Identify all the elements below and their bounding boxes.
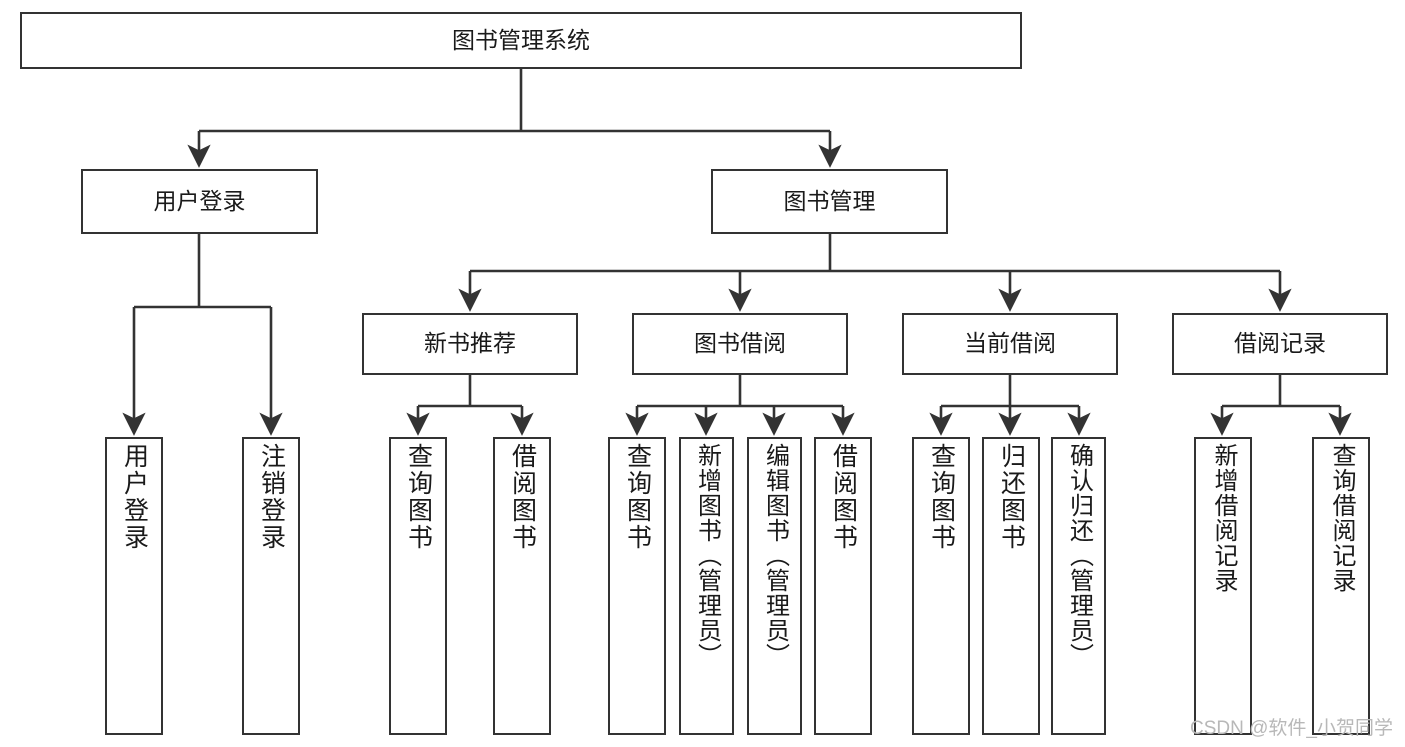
node-leaf-return-book[interactable]: 归还图书 (982, 437, 1040, 735)
node-leaf-confirm-return[interactable]: 确认归还（管理员） (1051, 437, 1106, 735)
node-leaf-query-book-2-label: 查询图书 (623, 443, 652, 551)
node-root[interactable]: 图书管理系统 (20, 12, 1022, 69)
node-borrow-record[interactable]: 借阅记录 (1172, 313, 1388, 375)
node-leaf-add-book-label: 新增图书（管理员） (693, 443, 721, 668)
node-user-login-label: 用户登录 (153, 187, 246, 214)
node-leaf-add-borrow-record-label: 新增借阅记录 (1210, 443, 1237, 593)
node-root-label: 图书管理系统 (452, 26, 590, 53)
node-leaf-query-book-3-label: 查询图书 (927, 443, 956, 551)
node-book-manage[interactable]: 图书管理 (711, 169, 948, 234)
node-leaf-borrow-book-2-label: 借阅图书 (829, 443, 858, 551)
node-current-borrow[interactable]: 当前借阅 (902, 313, 1118, 375)
node-leaf-confirm-return-label: 确认归还（管理员） (1065, 443, 1093, 668)
node-book-borrow[interactable]: 图书借阅 (632, 313, 848, 375)
node-leaf-logout[interactable]: 注销登录 (242, 437, 300, 735)
node-book-borrow-label: 图书借阅 (694, 330, 786, 357)
node-leaf-return-book-label: 归还图书 (997, 443, 1026, 551)
node-leaf-borrow-book-1[interactable]: 借阅图书 (493, 437, 551, 735)
node-leaf-add-borrow-record[interactable]: 新增借阅记录 (1194, 437, 1252, 735)
node-user-login[interactable]: 用户登录 (81, 169, 318, 234)
node-leaf-query-book-1[interactable]: 查询图书 (389, 437, 447, 735)
node-leaf-borrow-book-2[interactable]: 借阅图书 (814, 437, 872, 735)
node-current-borrow-label: 当前借阅 (964, 330, 1056, 357)
node-leaf-edit-book[interactable]: 编辑图书（管理员） (747, 437, 802, 735)
node-new-book-recommend[interactable]: 新书推荐 (362, 313, 578, 375)
node-leaf-query-borrow-record[interactable]: 查询借阅记录 (1312, 437, 1370, 735)
node-leaf-borrow-book-1-label: 借阅图书 (508, 443, 537, 551)
node-leaf-query-book-1-label: 查询图书 (404, 443, 433, 551)
node-leaf-query-book-3[interactable]: 查询图书 (912, 437, 970, 735)
csdn-watermark: CSDN @软件_小贺同学 (1190, 718, 1393, 739)
node-borrow-record-label: 借阅记录 (1234, 330, 1326, 357)
node-leaf-query-borrow-record-label: 查询借阅记录 (1328, 443, 1355, 593)
node-leaf-query-book-2[interactable]: 查询图书 (608, 437, 666, 735)
node-new-book-recommend-label: 新书推荐 (424, 330, 516, 357)
node-leaf-edit-book-label: 编辑图书（管理员） (761, 443, 789, 668)
node-book-manage-label: 图书管理 (783, 187, 876, 214)
node-leaf-user-login[interactable]: 用户登录 (105, 437, 163, 735)
node-leaf-logout-label: 注销登录 (257, 443, 286, 551)
node-leaf-add-book[interactable]: 新增图书（管理员） (679, 437, 734, 735)
node-leaf-user-login-label: 用户登录 (120, 443, 149, 551)
